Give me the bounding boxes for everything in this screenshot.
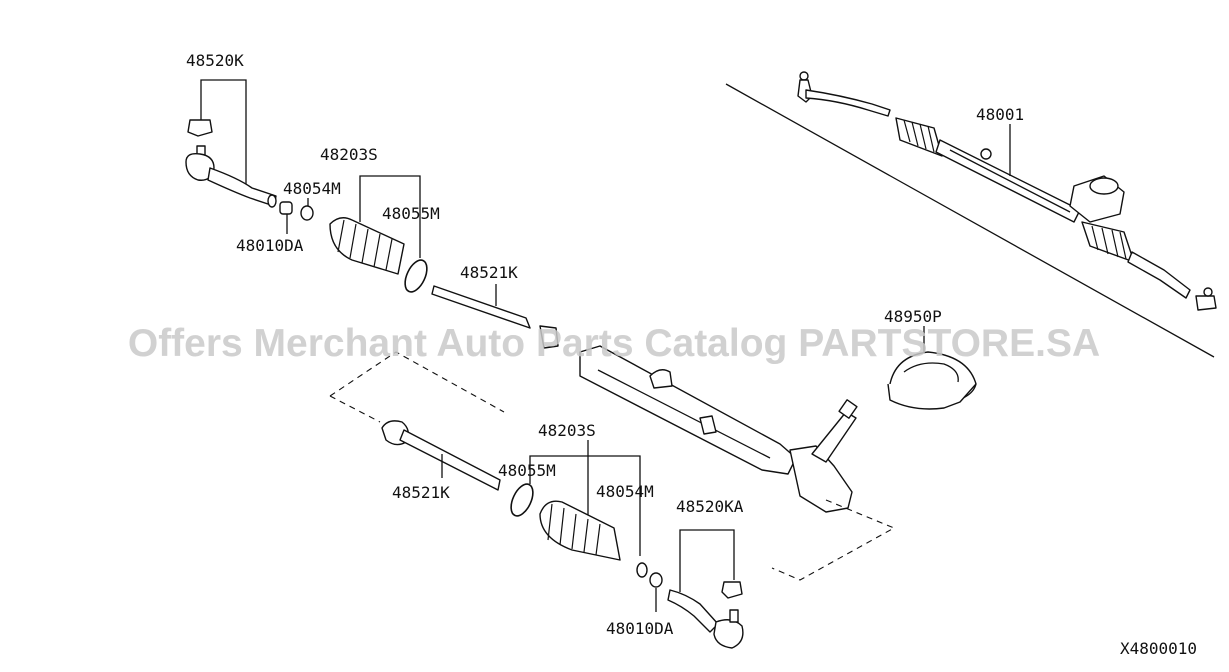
exploded-view-line-left-bottom (329, 395, 381, 423)
nut-48010DA-lower (649, 572, 663, 588)
tie-rod-nut-right (721, 581, 743, 599)
assembly-left-boot-folds (903, 119, 935, 153)
assembly-mount-boss (980, 148, 992, 160)
assembly-right-boot-folds (1091, 225, 1127, 260)
rack-housing-line (597, 369, 771, 459)
label-48521K-upper: 48521K (460, 263, 518, 282)
assembly-right-boot (1081, 221, 1135, 263)
lower-parts (329, 351, 663, 612)
assembly-right-rod (1127, 251, 1191, 299)
boot-lower-folds (547, 503, 601, 556)
assembly-divider-line (725, 83, 1215, 358)
pinion-shaft-tip (838, 399, 858, 419)
label-48054M-lower: 48054M (596, 482, 654, 501)
label-48055M-upper: 48055M (382, 204, 440, 223)
label-48203S-upper: 48203S (320, 145, 378, 164)
label-48520KA: 48520KA (676, 497, 744, 516)
upper-left-parts (185, 79, 428, 293)
assembly-rack-line (949, 149, 1071, 213)
leader-48520KA (679, 529, 735, 592)
leader-48520K (200, 79, 247, 184)
boot-48203S-lower (539, 500, 621, 561)
label-48203S-lower: 48203S (538, 421, 596, 440)
rack-housing-tube (579, 345, 797, 475)
grommet-base (887, 383, 977, 410)
label-48054M-upper: 48054M (283, 179, 341, 198)
rack-housing (579, 345, 896, 581)
grommet-group (887, 326, 977, 410)
clamp-48054M-upper (300, 205, 314, 221)
clamp-48054M-lower (636, 562, 648, 578)
tie-rod-ball-right (713, 619, 744, 649)
rack-mount-mid (699, 415, 717, 435)
boot-48203S-upper (329, 217, 405, 275)
tie-rod-ball-left (185, 152, 215, 181)
watermark-text: Offers Merchant Auto Parts Catalog PARTS… (128, 322, 1100, 365)
assembly-left-arm (805, 89, 891, 117)
tie-rod-arm-right (667, 589, 719, 633)
inner-rod-48521K-upper (431, 285, 531, 329)
leader-48203S-lower-bracket (529, 455, 641, 556)
assembly-pinion-flange (1089, 177, 1119, 195)
pinion-shaft (811, 411, 857, 463)
label-48950P: 48950P (884, 307, 942, 326)
boot-upper-folds (337, 219, 393, 271)
inner-rod-48521K-lower (399, 429, 501, 491)
tie-rod-arm-left (207, 167, 277, 207)
tie-rod-stud-right (729, 609, 739, 623)
leader-48203S-upper (359, 175, 421, 258)
clamp-48055M-upper (404, 259, 428, 293)
assembly-right-ball (1195, 295, 1217, 311)
rack-mount-left (649, 369, 673, 389)
label-48010DA-lower: 48010DA (606, 619, 674, 638)
assembly-rack-tube (935, 139, 1081, 223)
rack-end-bushing (539, 325, 559, 349)
assembly-right-stud (1203, 287, 1213, 297)
label-48001: 48001 (976, 105, 1024, 124)
rack-assembly-complete (725, 71, 1217, 358)
assembly-left-boot (895, 117, 943, 157)
assembly-left-stud (799, 71, 809, 81)
grommet-inner-top (903, 362, 959, 383)
label-48010DA-upper: 48010DA (236, 236, 304, 255)
nut-48010DA-upper (279, 201, 293, 215)
label-48055M-lower: 48055M (498, 461, 556, 480)
label-48520K: 48520K (186, 51, 244, 70)
inner-rod-upper (431, 284, 559, 349)
tie-rod-thread-left (267, 194, 277, 208)
tie-rod-end-right-group (667, 529, 744, 649)
tie-rod-nut-left (187, 119, 213, 137)
clamp-48055M-lower (510, 483, 534, 517)
exploded-view-line-right (771, 499, 896, 581)
label-48521K-lower: 48521K (392, 483, 450, 502)
figure-code: X4800010 (1120, 639, 1197, 658)
exploded-view-line-left-top (329, 351, 505, 413)
